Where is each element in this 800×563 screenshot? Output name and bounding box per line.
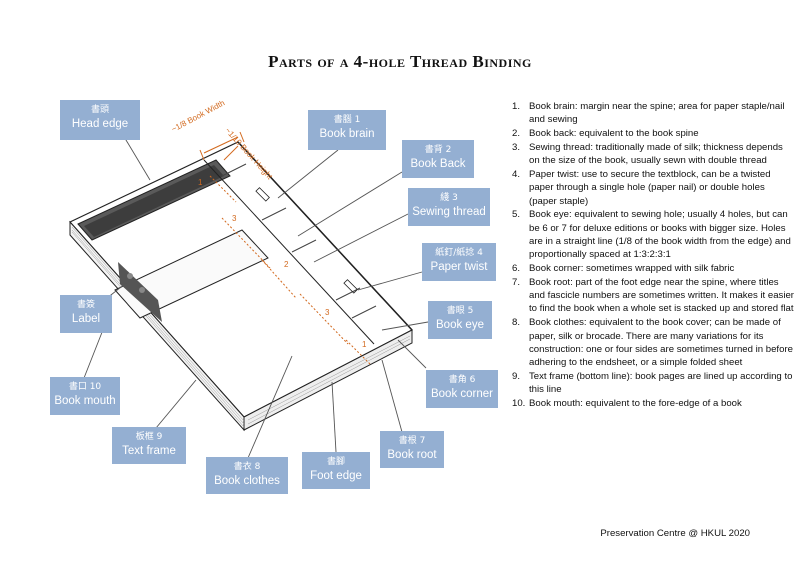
note-item: 8.Book clothes: equivalent to the book c… [512,317,793,369]
ratio-mark-4: 3 [325,308,330,317]
note-item: 4.Paper twist: use to secure the textblo… [512,168,771,207]
book-brain-line [203,159,375,345]
sewing-thread-stitches [221,163,377,319]
paper-twist-2 [343,279,358,294]
ratio-mark-2: 3 [232,214,237,223]
note-item: 9.Text frame (bottom line): book pages a… [512,370,793,396]
ratio-mark-1: 1 [198,178,203,187]
book-illustration [69,129,429,459]
note-item: 10.Book mouth: equivalent to the fore-ed… [512,398,742,410]
page-title: Parts of a 4-hole Thread Binding [268,52,532,71]
width-bracket [199,131,245,161]
note-item: 1.Book brain: margin near the spine; are… [512,101,785,126]
paper-twist-1 [255,187,270,202]
note-item: 2.Book back: equivalent to the book spin… [512,128,699,140]
book-foot-side [243,329,413,431]
footer-credit: Preservation Centre @ HKUL 2020 [600,528,750,539]
ratio-mark-3: 2 [284,260,289,269]
ratio-marks [209,175,371,365]
notes-list: 1.Book brain: margin near the spine; are… [512,100,794,411]
height-bracket [223,145,239,161]
note-item: 5.Book eye: equivalent to sewing hole; u… [512,209,791,261]
note-item: 3.Sewing thread: traditionally made of s… [512,141,783,167]
ratio-mark-5: 1 [362,340,367,349]
note-item: 7.Book root: part of the foot edge near … [512,276,794,315]
note-item: 6.Book corner: sometimes wrapped with si… [512,263,735,275]
